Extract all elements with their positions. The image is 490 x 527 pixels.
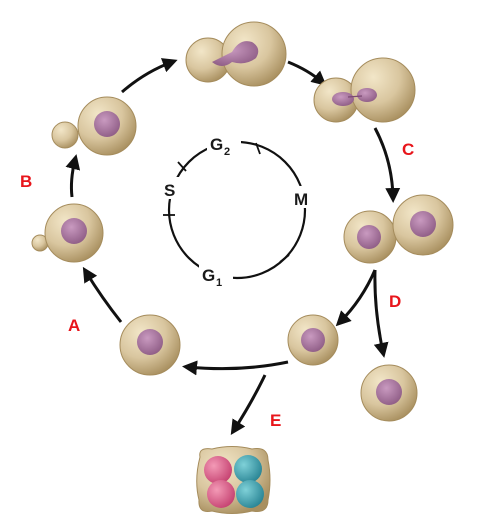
arrow-g1-to-a: [82, 266, 123, 323]
cell-medium-bud: [51, 96, 137, 156]
cell-small-bud: [31, 203, 104, 263]
svg-text:M: M: [294, 190, 308, 209]
cell-pair-separated: [343, 194, 454, 264]
arrow-split-to-right: [373, 269, 389, 358]
spore-teal-bottom: [236, 480, 264, 508]
svg-text:1: 1: [216, 277, 222, 289]
svg-text:2: 2: [224, 146, 230, 158]
phase-label-g1: G 1: [199, 264, 233, 289]
daughter-cell-right: [360, 364, 418, 422]
stage-label-c: C: [402, 140, 414, 159]
arrow-split-to-left: [335, 269, 377, 327]
spore-pink-top: [204, 456, 232, 484]
phase-label-m: M: [292, 186, 314, 209]
spore-pink-bottom: [207, 480, 235, 508]
spore-teal-top: [234, 455, 262, 483]
cell-g1-large: [119, 314, 181, 376]
arrow-to-e: [230, 374, 267, 436]
arrow-a-to-b: [65, 154, 81, 198]
cell-nuclear-division: [313, 57, 416, 123]
svg-text:G: G: [202, 266, 215, 285]
arrow-left-to-g1: [182, 360, 289, 376]
phase-label-s: S: [162, 177, 180, 200]
stage-label-e: E: [270, 411, 281, 430]
daughter-cell-left: [287, 314, 339, 366]
stage-label-d: D: [389, 292, 401, 311]
arrow-b-to-top: [121, 58, 178, 94]
arrow-c-to-split: [373, 127, 401, 203]
ascus-tetrad: [196, 446, 271, 514]
svg-text:S: S: [164, 181, 175, 200]
stage-label-b: B: [20, 172, 32, 191]
stage-label-a: A: [68, 316, 80, 335]
inner-cycle-ring: [163, 140, 307, 280]
phase-label-g2: G 2: [207, 130, 241, 158]
arrow-top-to-c: [287, 60, 327, 86]
cell-nucleus-migration: [185, 21, 287, 87]
svg-text:G: G: [210, 135, 223, 154]
cycle-arrows: [65, 58, 401, 436]
